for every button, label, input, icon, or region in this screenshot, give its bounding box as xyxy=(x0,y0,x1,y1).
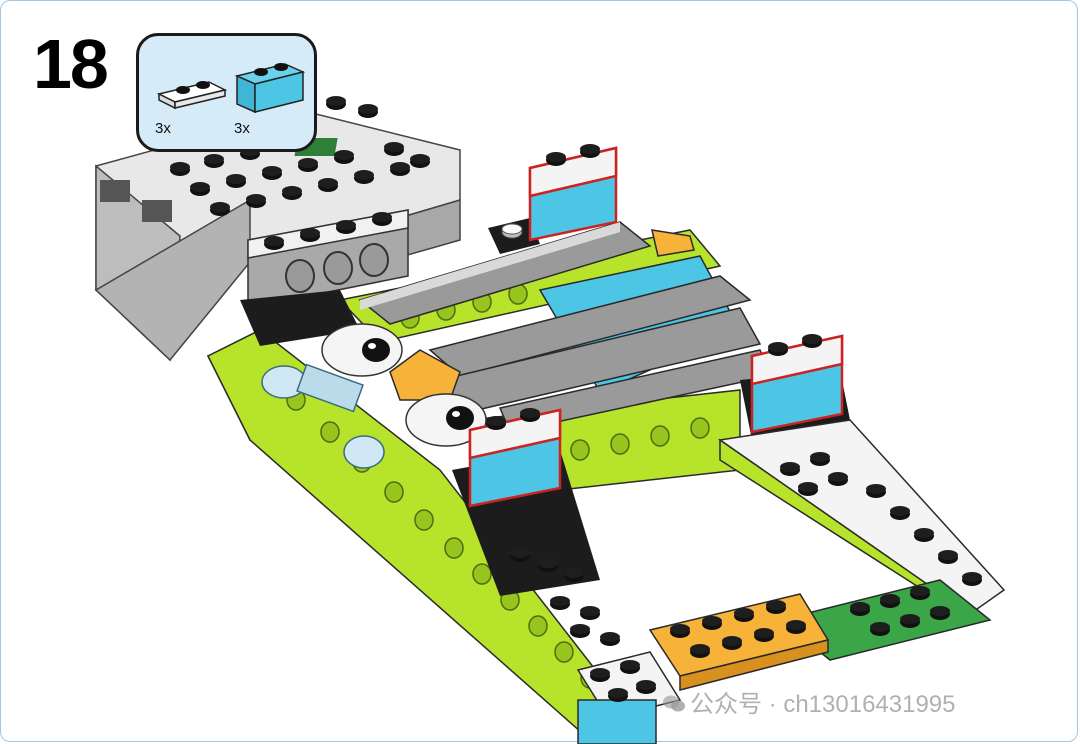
white-plate-bottom xyxy=(576,651,682,744)
new-azure-brick-back xyxy=(528,144,618,242)
gray-tiles xyxy=(358,221,772,433)
azure-brick-icon xyxy=(234,63,306,114)
orange-small-top xyxy=(651,229,695,257)
gray-beam xyxy=(247,209,409,309)
new-azure-brick-front xyxy=(468,408,562,508)
parts-callout: 3x 3x xyxy=(136,33,317,152)
new-azure-brick-right xyxy=(750,334,844,434)
white-plate-icon xyxy=(156,81,228,110)
frame-right xyxy=(718,419,1006,622)
eye-right xyxy=(405,393,487,447)
azure-brick-quantity: 3x xyxy=(234,120,250,137)
orange-plate-bottom xyxy=(648,593,830,691)
trans-connectors xyxy=(261,363,385,469)
white-plate-quantity: 3x xyxy=(155,120,171,137)
step-number: 18 xyxy=(33,25,109,103)
wechat-icon xyxy=(663,695,685,712)
watermark: 公众号 · ch13016431995 xyxy=(662,684,956,719)
orange-wedge xyxy=(389,349,461,401)
watermark-text: 公众号 · ch13016431995 xyxy=(690,691,956,718)
eye-left xyxy=(321,323,403,377)
